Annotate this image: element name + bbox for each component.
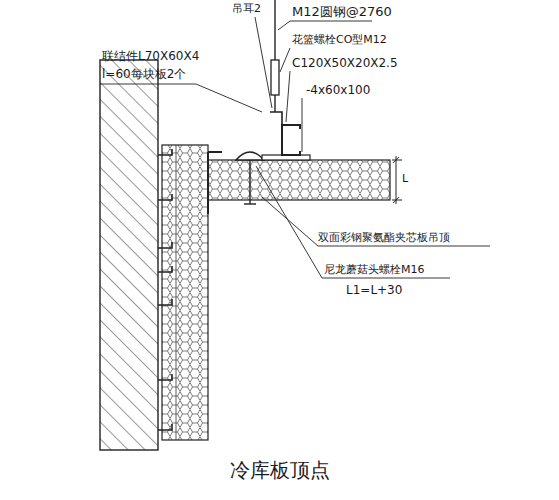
- drawing-caption: 冷库板顶点: [230, 458, 330, 482]
- plate-label: -4x60x100: [306, 84, 370, 97]
- channel-label: C120X50X20X2.5: [292, 57, 398, 70]
- dimension-label: L: [402, 173, 408, 185]
- bolt-length-label: L1=L+30: [346, 284, 402, 297]
- connector-label: 联结件L70X60X4: [102, 50, 199, 63]
- connector-qty-label: l=60每块板2个: [102, 68, 186, 81]
- lug-label: 吊耳2: [232, 3, 261, 15]
- panel-label: 双面彩钢聚氨酯夹芯板吊顶: [318, 232, 450, 244]
- bolt-label: 尼龙蘑菇头螺栓M16: [324, 264, 425, 276]
- rod-label: M12圆钢@2760: [292, 5, 392, 19]
- turnbuckle-label: 花篮螺栓CO型M12: [292, 34, 387, 46]
